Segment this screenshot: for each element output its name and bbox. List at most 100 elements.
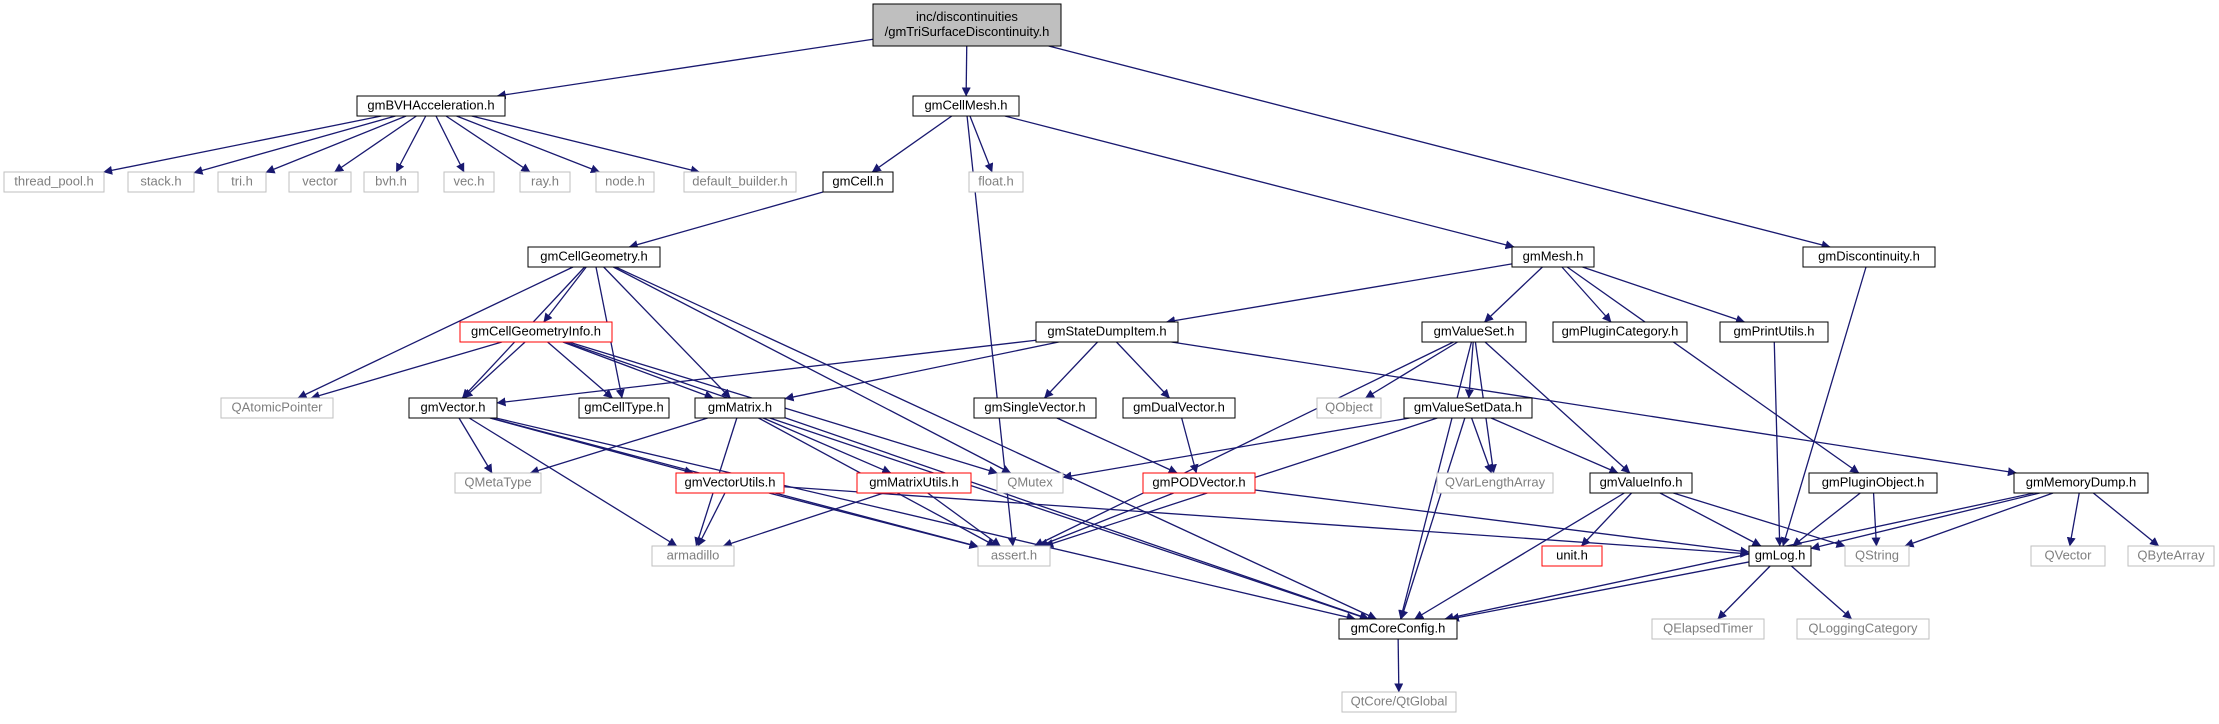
node-gmDiscontinuity[interactable]: gmDiscontinuity.h: [1802, 246, 1936, 268]
node-box: [454, 472, 542, 494]
node-default_builder: default_builder.h: [683, 171, 797, 193]
node-gmPluginCategory[interactable]: gmPluginCategory.h: [1552, 321, 1688, 343]
edge-gmPODVector-to-gmLog: [1254, 489, 1750, 556]
node-gmMatrix[interactable]: gmMatrix.h: [694, 397, 786, 419]
file-nodes: inc/discontinuities/gmTriSurfaceDisconti…: [3, 3, 2215, 713]
node-gmMatrixUtils[interactable]: gmMatrixUtils.h: [856, 472, 972, 494]
edge-gmValueSetData-to-gmValueInfo: [1490, 417, 1619, 474]
node-gmMemoryDump[interactable]: gmMemoryDump.h: [2013, 472, 2149, 494]
node-box: [1421, 321, 1527, 343]
edge-gmCellGeometry-to-gmCoreConfig: [615, 266, 1377, 620]
node-QMutex: QMutex: [996, 472, 1064, 494]
node-gmPrintUtils[interactable]: gmPrintUtils.h: [1719, 321, 1829, 343]
node-box: [519, 171, 571, 193]
node-unit[interactable]: unit.h: [1541, 545, 1603, 567]
node-QElapsedTimer: QElapsedTimer: [1651, 618, 1765, 640]
node-gmMesh[interactable]: gmMesh.h: [1511, 246, 1595, 268]
node-gmCellGeometryInfo[interactable]: gmCellGeometryInfo.h: [459, 321, 613, 343]
node-label: QByteArray: [2137, 547, 2205, 562]
node-label: assert.h: [991, 547, 1037, 562]
node-label: gmPrintUtils.h: [1734, 323, 1815, 338]
edge-gmVectorUtils-to-armadillo: [697, 492, 726, 547]
edge-gmStateDumpItem-to-gmDualVector: [1116, 341, 1170, 399]
node-label: gmValueSetData.h: [1414, 399, 1522, 414]
node-assert: assert.h: [977, 545, 1051, 567]
node-gmCellMesh[interactable]: gmCellMesh.h: [912, 95, 1020, 117]
edge-gmMemoryDump-to-QString: [1904, 492, 2054, 548]
node-label: /gmTriSurfaceDiscontinuity.h: [885, 24, 1050, 39]
node-gmValueSet[interactable]: gmValueSet.h: [1421, 321, 1527, 343]
edge-gmStateDumpItem-to-gmMatrix: [784, 341, 1059, 402]
edge-gmMatrixUtils-to-armadillo: [722, 492, 884, 548]
node-label: gmPODVector.h: [1152, 474, 1245, 489]
edge-gmMesh-to-gmValueSet: [1484, 266, 1543, 323]
node-label: gmDiscontinuity.h: [1818, 248, 1920, 263]
node-label: tri.h: [231, 173, 253, 188]
node-gmCellType[interactable]: gmCellType.h: [578, 397, 670, 419]
node-label: gmVectorUtils.h: [684, 474, 775, 489]
node-box: [2013, 472, 2149, 494]
edge-gmMatrix-to-gmMatrixUtils: [762, 417, 892, 474]
edge-gmMemoryDump-to-QByteArray: [2092, 492, 2160, 547]
edge-gmValueSetData-to-gmCoreConfig: [1399, 417, 1466, 620]
node-label: armadillo: [667, 547, 720, 562]
edge-gmStateDumpItem-to-gmVector: [496, 339, 1037, 407]
node-gmVectorUtils[interactable]: gmVectorUtils.h: [675, 472, 785, 494]
node-label: QObject: [1325, 399, 1373, 414]
node-gmDualVector[interactable]: gmDualVector.h: [1122, 397, 1236, 419]
node-gmCellGeometry[interactable]: gmCellGeometry.h: [527, 246, 661, 268]
node-root[interactable]: inc/discontinuities/gmTriSurfaceDisconti…: [872, 3, 1062, 47]
node-box: [1436, 472, 1554, 494]
node-QVarLengthArray: QVarLengthArray: [1436, 472, 1554, 494]
node-label: QMetaType: [464, 474, 531, 489]
edge-gmCell-to-gmCellGeometry: [628, 191, 824, 249]
edge-gmBVHAcceleration-to-thread_pool: [103, 115, 382, 175]
edge-gmDualVector-to-gmPODVector: [1181, 417, 1199, 474]
edge-gmCoreConfig-to-QtGlobal: [1394, 638, 1404, 693]
edge-gmMesh-to-gmStateDumpItem: [1166, 263, 1513, 326]
edge-gmBVHAcceleration-to-bvh: [395, 115, 427, 173]
node-gmValueSetData[interactable]: gmValueSetData.h: [1403, 397, 1533, 419]
node-gmStateDumpItem[interactable]: gmStateDumpItem.h: [1035, 321, 1179, 343]
node-gmCell[interactable]: gmCell.h: [822, 171, 894, 193]
node-box: [288, 171, 352, 193]
edge-gmBVHAcceleration-to-ray: [445, 115, 531, 173]
edge-gmCellGeometryInfo-to-gmVector: [463, 341, 526, 399]
edge-gmBVHAcceleration-to-tri: [265, 115, 407, 174]
node-box: [1802, 246, 1936, 268]
edge-gmCellMesh-to-float: [969, 115, 994, 173]
node-label: gmCoreConfig.h: [1351, 620, 1446, 635]
node-armadillo: armadillo: [651, 545, 735, 567]
edge-gmBVHAcceleration-to-vector: [334, 115, 417, 173]
node-QByteArray: QByteArray: [2127, 545, 2215, 567]
node-label: gmMesh.h: [1523, 248, 1584, 263]
node-label: gmBVHAcceleration.h: [367, 97, 494, 112]
edge-gmLog-to-QLoggingCategory: [1790, 565, 1853, 620]
edge-gmLog-to-QElapsedTimer: [1717, 565, 1771, 620]
node-gmBVHAcceleration[interactable]: gmBVHAcceleration.h: [356, 95, 506, 117]
edge-gmBVHAcceleration-to-node: [456, 115, 600, 174]
node-label: gmMemoryDump.h: [2026, 474, 2137, 489]
node-box: [651, 545, 735, 567]
node-gmSingleVector[interactable]: gmSingleVector.h: [973, 397, 1097, 419]
node-box: [217, 171, 267, 193]
node-tri: tri.h: [217, 171, 267, 193]
node-gmVector[interactable]: gmVector.h: [408, 397, 498, 419]
node-gmCoreConfig[interactable]: gmCoreConfig.h: [1338, 618, 1458, 640]
node-box: [1403, 397, 1533, 419]
node-box: [1719, 321, 1829, 343]
edge-gmCellGeometry-to-gmMatrix: [603, 266, 731, 399]
node-label: gmDualVector.h: [1133, 399, 1225, 414]
node-box: [1035, 321, 1179, 343]
node-gmValueInfo[interactable]: gmValueInfo.h: [1589, 472, 1693, 494]
node-box: [1122, 397, 1236, 419]
node-box: [459, 321, 613, 343]
node-label: float.h: [978, 173, 1013, 188]
node-vector: vector: [288, 171, 352, 193]
node-gmPODVector[interactable]: gmPODVector.h: [1142, 472, 1256, 494]
node-gmPluginObject[interactable]: gmPluginObject.h: [1808, 472, 1938, 494]
edge-gmMatrixUtils-to-assert: [927, 492, 1001, 547]
node-gmLog[interactable]: gmLog.h: [1748, 545, 1812, 567]
node-box: [1511, 246, 1595, 268]
